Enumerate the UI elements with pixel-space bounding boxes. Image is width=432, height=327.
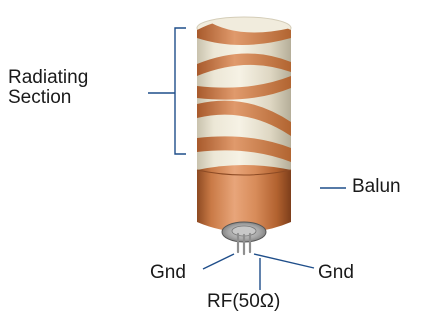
helix-stripes xyxy=(197,20,291,162)
gnd-left-label: Gnd xyxy=(150,262,186,283)
helix-stripe-3 xyxy=(197,76,291,100)
balun-top-edge xyxy=(196,169,292,176)
helix-stripe-2 xyxy=(197,53,291,76)
rf-label: RF(50Ω) xyxy=(207,291,281,312)
gnd-right-label: Gnd xyxy=(318,262,354,283)
connector-pins xyxy=(236,232,252,256)
gnd-left-leader xyxy=(202,253,235,270)
gnd-right-leader xyxy=(253,253,315,269)
helix-stripe-1 xyxy=(197,20,291,45)
helix-stripe-5 xyxy=(197,136,291,162)
radiating-label-line1: Radiating xyxy=(8,67,89,88)
radiating-label-line2: Section xyxy=(8,87,72,108)
radiating-section-label: Radiating Section xyxy=(8,68,88,108)
balun-body xyxy=(197,165,291,232)
balun-label: Balun xyxy=(352,176,401,197)
helix-stripe-4 xyxy=(197,100,291,136)
radiating-bracket xyxy=(148,27,186,155)
pin-leaders xyxy=(202,253,315,290)
